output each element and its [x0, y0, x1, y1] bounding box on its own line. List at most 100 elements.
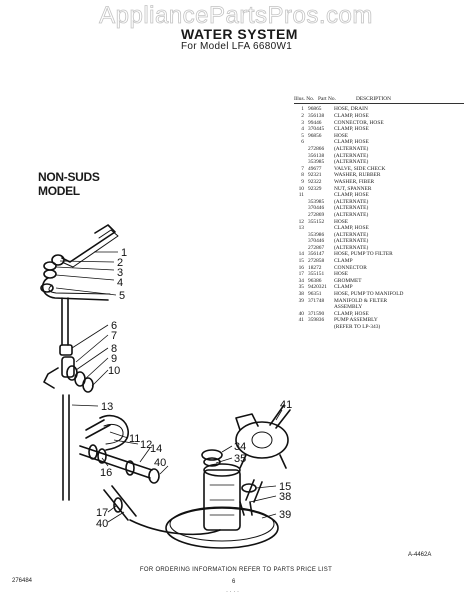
parts-illus-no: 4: [301, 126, 304, 133]
callout-39: 39: [279, 509, 291, 521]
parts-illus-no: 2: [301, 113, 304, 119]
callout-2: 2: [117, 257, 123, 269]
parts-part-no: 96386: [308, 277, 322, 284]
parts-part-no: 355152: [308, 218, 325, 225]
parts-illus-no: 9: [301, 178, 304, 185]
parts-row: 8 92321 WASHER, RUBBER: [294, 172, 464, 179]
header-rule: [294, 103, 464, 105]
parts-row: 353985(ALTERNATE): [294, 199, 464, 206]
parts-part-no: 356147: [308, 251, 325, 258]
parts-part-no: 272858: [308, 258, 325, 265]
parts-part-no: 355151: [308, 271, 325, 278]
parts-part-no: 92322: [308, 178, 322, 185]
parts-description: CLAMP, HOSE: [334, 126, 369, 133]
pump-assembly: [235, 404, 291, 469]
parts-description: HOSE, PUMP TO MANIFOLD: [334, 291, 404, 298]
parts-description: CLAMP, HOSE: [334, 113, 369, 119]
parts-description: CLAMP, HOSE: [334, 310, 369, 317]
callout-14: 14: [150, 443, 162, 455]
parts-description: HOSE: [334, 132, 349, 139]
parts-description: CONNECTOR: [334, 264, 367, 271]
parts-illus-no: 3: [301, 119, 304, 126]
header-illus: Illus. No.: [294, 96, 315, 102]
parts-row: 353985(ALTERNATE): [294, 159, 464, 166]
clamp-40-lower: [113, 497, 123, 513]
parts-row: 370446(ALTERNATE): [294, 205, 464, 212]
parts-description: (ALTERNATE): [334, 152, 369, 159]
parts-row: 2 356138 CLAMP, HOSE: [294, 113, 464, 120]
parts-illus-no: 11: [298, 192, 304, 199]
parts-description: (ALTERNATE): [334, 205, 369, 212]
clamp-4: [40, 283, 54, 293]
parts-list-header: Illus. No. Part No. DESCRIPTION: [294, 96, 464, 102]
parts-description: WASHER, RUBBER: [334, 172, 381, 179]
header-part: Part No.: [318, 96, 336, 102]
callout-6: 6: [111, 320, 117, 332]
parts-description: HOSE, PUMP TO FILTER: [334, 251, 393, 258]
check-valve: [61, 356, 75, 378]
parts-description: (ALTERNATE): [334, 238, 369, 245]
callout-38: 38: [279, 491, 291, 503]
parts-description: CONNECTOR, HOSE: [334, 119, 384, 126]
parts-row: 12 355152 HOSE: [294, 219, 464, 226]
page-number: 6: [232, 579, 236, 585]
parts-part-no: 96865: [308, 106, 322, 113]
parts-row: 11 CLAMP, HOSE: [294, 192, 464, 199]
parts-description: GROMMET: [334, 277, 362, 284]
parts-part-no: 359836: [308, 317, 325, 324]
filter-body: [203, 469, 241, 531]
parts-part-no: 353986: [308, 231, 325, 238]
parts-description: MANIFOLD & FILTER: [334, 297, 388, 304]
model-label: NON-SUDS MODEL: [38, 170, 100, 198]
parts-illus-no: 1: [301, 106, 304, 113]
callout-5: 5: [119, 290, 125, 302]
callout-11: 11: [129, 433, 140, 445]
parts-part-no: 370445: [308, 126, 325, 133]
scan-artifact: · · · ·: [226, 589, 239, 595]
parts-illus-no: 14: [298, 251, 304, 258]
parts-part-no: 9420321: [308, 284, 327, 291]
footer-note: FOR ORDERING INFORMATION REFER TO PARTS …: [139, 567, 333, 573]
parts-description: PUMP ASSEMBLY: [334, 317, 378, 324]
parts-description: CLAMP: [334, 284, 353, 291]
parts-part-no: 18272: [308, 264, 322, 271]
callout-12: 12: [140, 439, 152, 451]
parts-row: (REFER TO LP-343): [294, 324, 464, 331]
hose-12: [85, 419, 111, 439]
parts-description: (ALTERNATE): [334, 231, 369, 238]
parts-description: (ALTERNATE): [334, 211, 369, 218]
parts-illus-no: 6: [301, 139, 304, 146]
parts-description: CLAMP, HOSE: [334, 192, 369, 199]
parts-description: (ALTERNATE): [334, 244, 369, 251]
parts-row: ASSEMBLY: [294, 304, 464, 311]
callout-34: 34: [234, 441, 246, 453]
page-subtitle: For Model LFA 6680W1: [181, 41, 293, 52]
parts-part-no: 96856: [308, 132, 322, 139]
parts-part-no: 356138: [308, 113, 325, 119]
parts-description: CLAMP: [334, 258, 353, 265]
parts-description: ASSEMBLY: [334, 304, 363, 311]
parts-description: (REFER TO LP-343): [334, 324, 381, 330]
parts-illus-no: 15: [298, 258, 304, 265]
parts-row: 272867(ALTERNATE): [294, 245, 464, 252]
callout-1: 1: [121, 247, 127, 259]
parts-illus-no: 40: [298, 310, 304, 317]
parts-part-no: 371590: [308, 310, 325, 317]
parts-description: HOSE: [334, 218, 349, 225]
clamp-3: [43, 269, 57, 279]
callout-10: 10: [108, 365, 120, 377]
parts-illus-no: 8: [301, 172, 304, 179]
parts-illus-no: 12: [298, 218, 304, 225]
parts-row: 14 356147 HOSE, PUMP TO FILTER: [294, 251, 464, 258]
parts-part-no: 92321: [308, 172, 322, 179]
parts-row: 40 371590 CLAMP, HOSE: [294, 311, 464, 318]
page-title: WATER SYSTEM: [181, 26, 298, 42]
